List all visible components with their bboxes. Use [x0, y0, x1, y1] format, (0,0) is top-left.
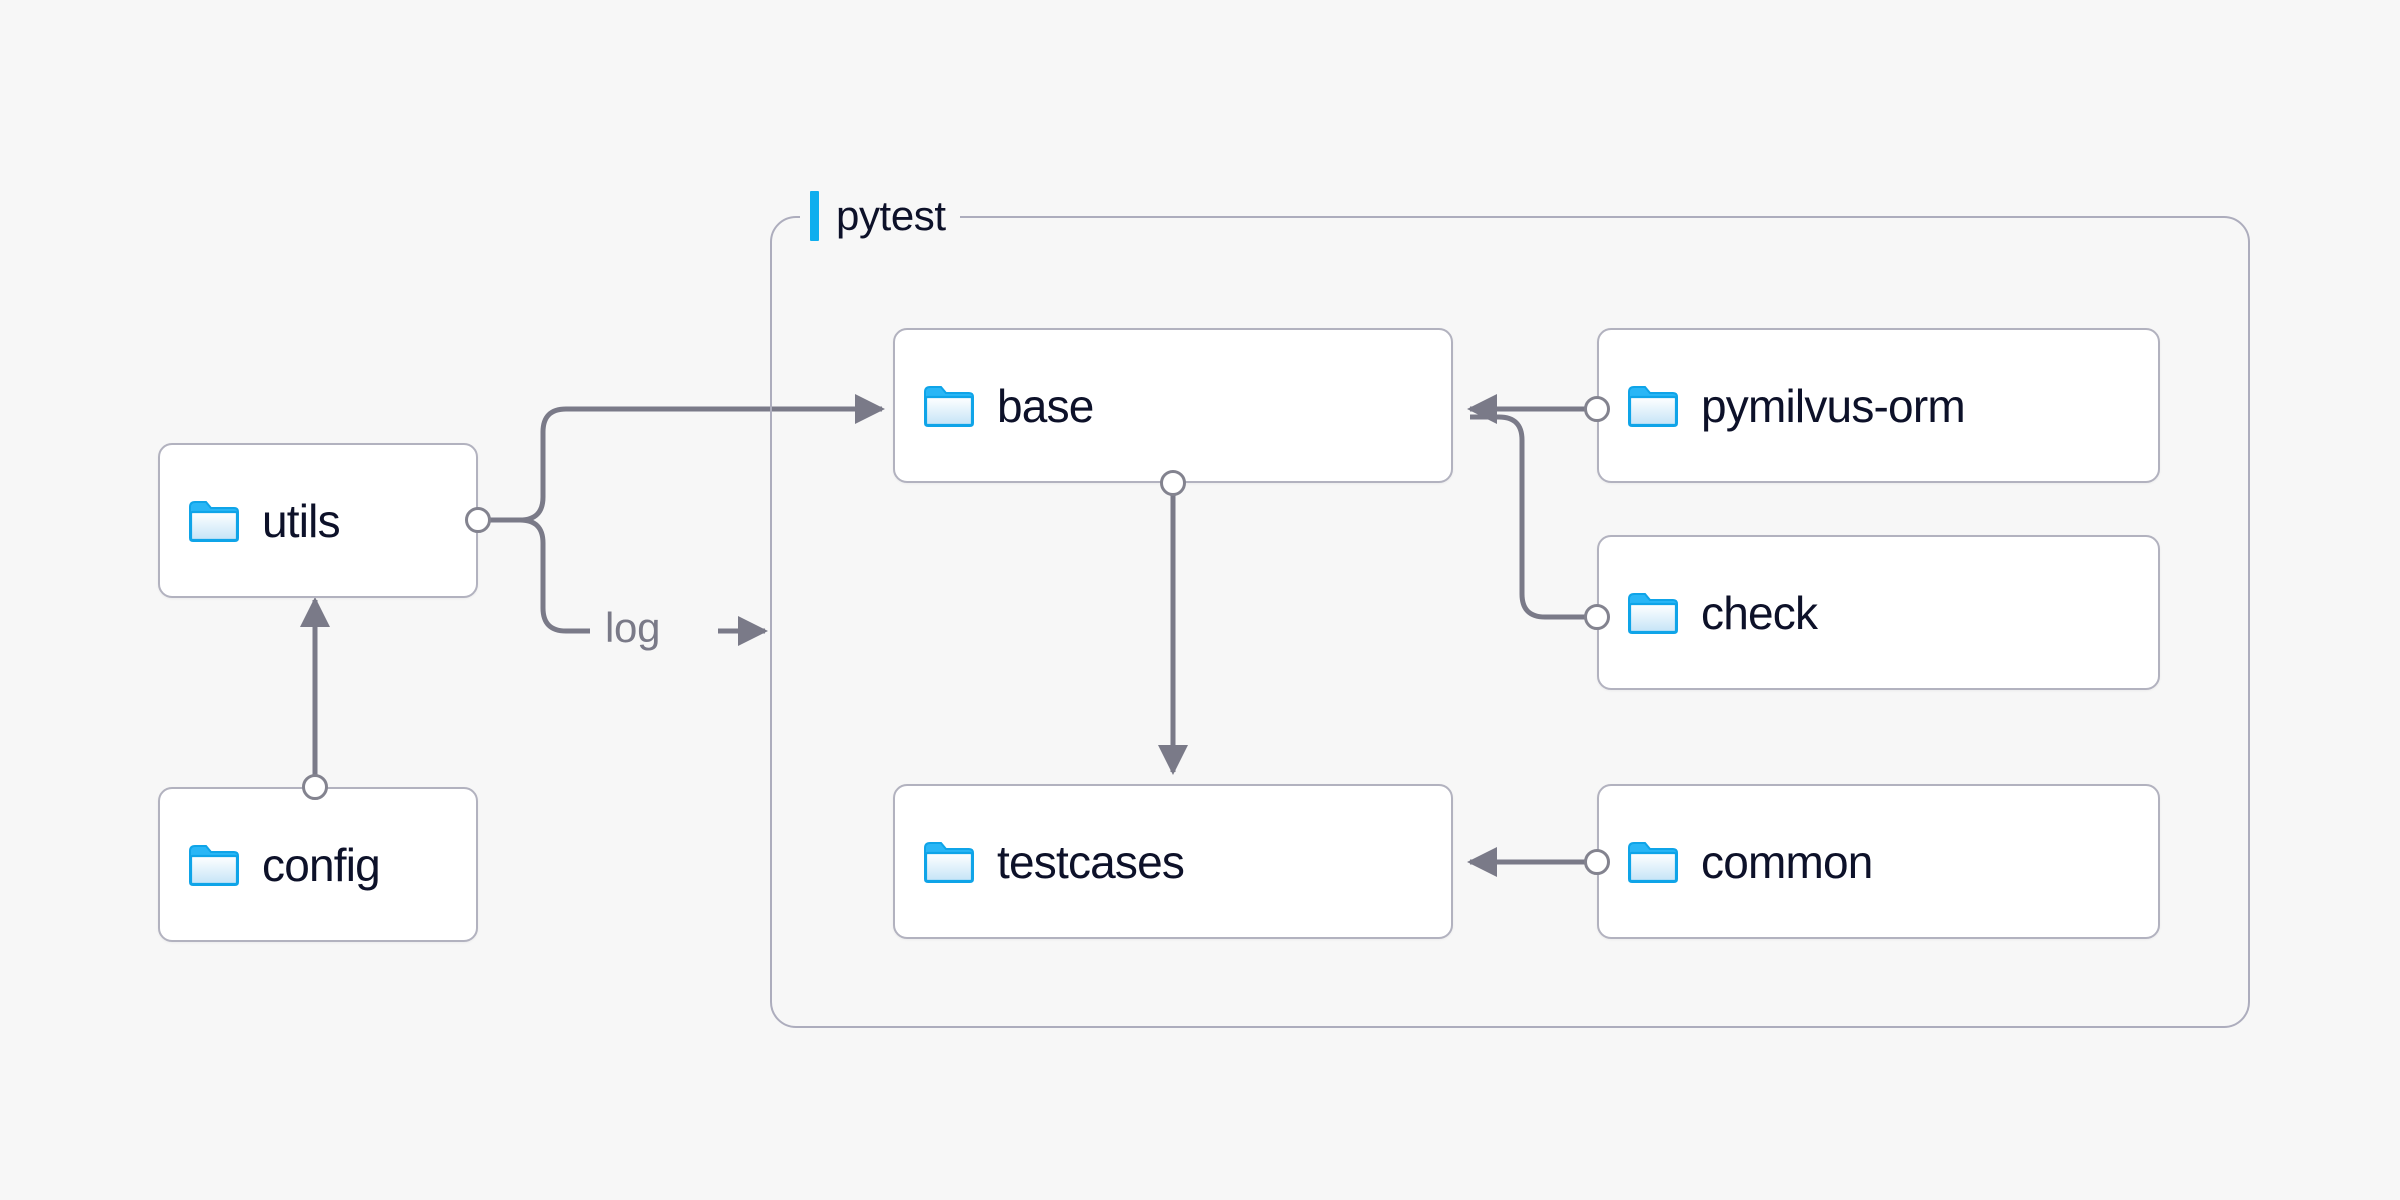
node-common-label: common — [1701, 835, 1873, 888]
folder-icon — [189, 844, 239, 886]
node-config[interactable]: config — [158, 787, 478, 942]
folder-icon — [1628, 841, 1678, 883]
port-base-bottom[interactable] — [1160, 470, 1186, 496]
folder-icon — [924, 841, 974, 883]
edge-label-log: log — [605, 604, 661, 651]
port-check-left[interactable] — [1584, 604, 1610, 630]
node-base-label: base — [997, 379, 1094, 432]
node-utils[interactable]: utils — [158, 443, 478, 598]
group-pytest[interactable] — [770, 216, 2250, 1028]
port-common-left[interactable] — [1584, 849, 1610, 875]
accent-bar-icon — [810, 191, 819, 241]
folder-icon — [924, 385, 974, 427]
node-testcases[interactable]: testcases — [893, 784, 1453, 939]
node-testcases-label: testcases — [997, 835, 1185, 888]
node-pymilvus-orm-label: pymilvus-orm — [1701, 379, 1966, 432]
group-pytest-label: pytest — [800, 185, 960, 247]
node-check[interactable]: check — [1597, 535, 2160, 690]
edge-utils-to-log — [519, 517, 590, 634]
group-pytest-label-text: pytest — [836, 192, 946, 239]
port-pymilvus-orm-left[interactable] — [1584, 396, 1610, 422]
node-check-label: check — [1701, 586, 1818, 639]
port-config-top[interactable] — [302, 774, 328, 800]
folder-icon — [1628, 385, 1678, 427]
port-utils-right[interactable] — [465, 507, 491, 533]
node-common[interactable]: common — [1597, 784, 2160, 939]
node-config-label: config — [262, 838, 381, 891]
node-pymilvus-orm[interactable]: pymilvus-orm — [1597, 328, 2160, 483]
node-base[interactable]: base — [893, 328, 1453, 483]
folder-icon — [189, 500, 239, 542]
folder-icon — [1628, 592, 1678, 634]
node-utils-label: utils — [262, 494, 341, 547]
